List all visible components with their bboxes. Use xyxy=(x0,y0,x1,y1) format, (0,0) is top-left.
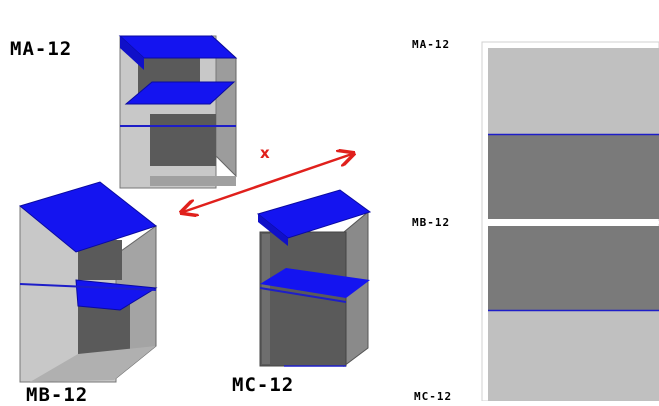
side-view-panel xyxy=(481,41,659,401)
label-mb-12: MB-12 xyxy=(26,384,89,406)
label-mc-12: MC-12 xyxy=(232,374,295,396)
cabinet-mb-12 xyxy=(18,181,158,383)
side-label-mc-12: MC-12 xyxy=(414,390,453,403)
label-ma-12: MA-12 xyxy=(10,38,73,60)
label-x: x xyxy=(260,144,270,162)
side-label-ma-12: MA-12 xyxy=(412,38,451,51)
distance-arrow xyxy=(183,154,352,212)
cabinet-mc-12 xyxy=(256,189,372,367)
panel-top-light xyxy=(488,48,659,134)
panel-lower-dark xyxy=(488,226,659,310)
panel-upper-dark xyxy=(488,135,659,219)
panel-bottom-light xyxy=(488,311,659,401)
cabinet-ma-12 xyxy=(118,34,238,189)
side-label-mb-12: MB-12 xyxy=(412,216,451,229)
